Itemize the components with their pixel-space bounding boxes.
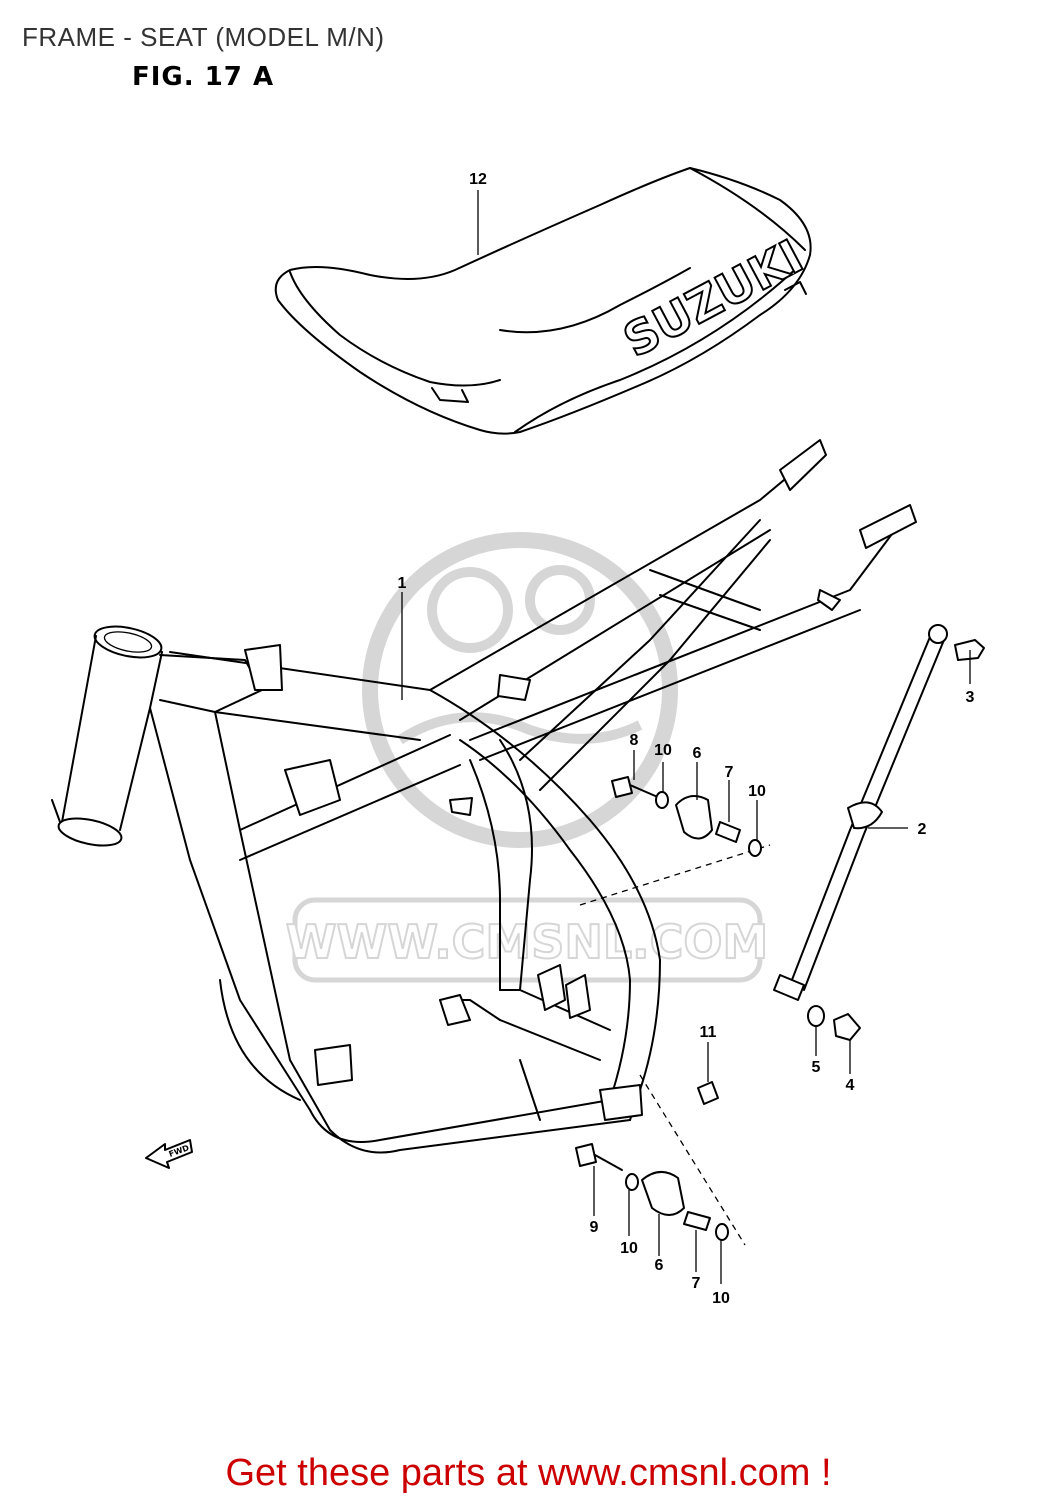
callout-11: 11: [700, 1024, 717, 1041]
callout-9: 9: [590, 1219, 599, 1236]
callout-2: 2: [918, 821, 927, 838]
callout-10c: 10: [620, 1240, 638, 1257]
fwd-arrow-icon: FWD: [145, 1139, 193, 1169]
stay-bar-part: [773, 624, 948, 1001]
get-parts-link[interactable]: Get these parts at www.cmsnl.com !: [225, 1452, 832, 1494]
callout-10b: 10: [748, 783, 766, 800]
callout-6b: 6: [655, 1257, 664, 1274]
callout-labels: 12 1 3 2 8 10 6 7 10 11 5 4 9 10 6 7 10: [398, 171, 975, 1307]
callout-6a: 6: [693, 745, 702, 762]
callout-1: 1: [398, 575, 407, 592]
callout-10d: 10: [712, 1290, 730, 1307]
callout-8: 8: [630, 732, 639, 749]
callout-10a: 10: [654, 742, 672, 759]
hardware-parts: [575, 639, 985, 1241]
callout-3: 3: [966, 689, 975, 706]
seat-part: SUZUKI: [274, 167, 812, 435]
figure-label: FIG. 17 A: [132, 62, 275, 92]
page-title: FRAME - SEAT (MODEL M/N): [22, 22, 385, 52]
leader-lines: [401, 190, 971, 1284]
callout-4: 4: [846, 1077, 855, 1094]
callout-7b: 7: [692, 1275, 701, 1292]
callout-12: 12: [469, 171, 487, 188]
callout-5: 5: [812, 1059, 821, 1076]
frame-part: [51, 439, 917, 1246]
exploded-parts-diagram: WWW.CMSNL.COM SUZUKI: [51, 167, 985, 1307]
callout-7a: 7: [725, 764, 734, 781]
